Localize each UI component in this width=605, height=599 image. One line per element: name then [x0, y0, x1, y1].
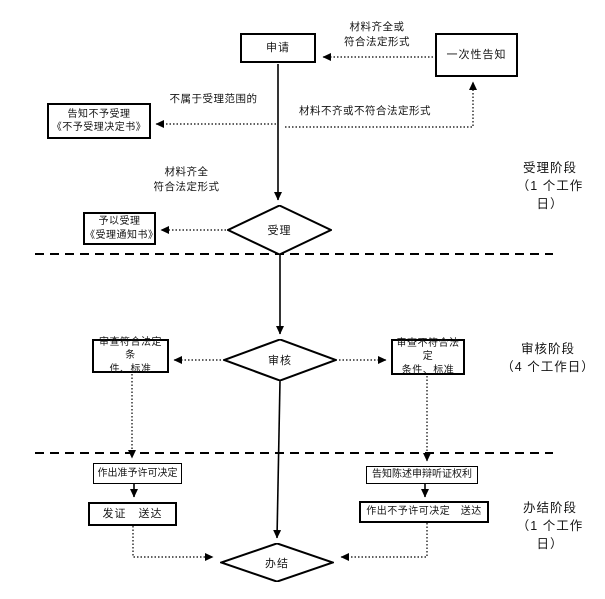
- node-close-diamond: 办结: [220, 543, 334, 582]
- node-accept-label: 受理: [267, 225, 292, 237]
- review-diamond-shape: [223, 339, 337, 381]
- node-accept-notice-label: 予以受理 《受理通知书》: [85, 216, 159, 241]
- node-reject-notice-label: 告知不予受理 《不予受理决定书》: [51, 108, 147, 134]
- edge-issue-to-close: [132, 526, 214, 561]
- node-review-pass: 审查符合法定条 件、标准: [92, 337, 169, 375]
- node-deny-decision-label: 作出不予许可决定 送达: [366, 506, 482, 518]
- node-deny-decision: 作出不予许可决定 送达: [359, 501, 489, 523]
- edge-deny-to-close: [340, 523, 428, 561]
- node-review-diamond: 审核: [223, 339, 337, 381]
- node-apply: 申请: [240, 33, 316, 63]
- node-one-time-notice: 一次性告知: [435, 33, 518, 77]
- node-hearing-rights: 告知陈述申辩听证权利: [366, 466, 478, 484]
- node-accept-diamond: 受理: [227, 205, 332, 255]
- stage-label-accept: 受理阶段 （1 个工作 日）: [516, 161, 584, 212]
- node-grant-decision-label: 作出准予许可决定: [97, 467, 178, 479]
- edge-label-materials-incomplete: 材料不齐或不符合法定形式: [299, 105, 431, 117]
- node-review-fail: 审查不符合法定 条件、标准: [391, 337, 465, 376]
- node-one-time-notice-label: 一次性告知: [446, 48, 507, 61]
- edge-mainline-to-notice: [285, 81, 477, 128]
- node-reject-notice: 告知不予受理 《不予受理决定书》: [47, 103, 151, 139]
- close-diamond-shape: [220, 543, 334, 582]
- node-issue-deliver: 发证 送达: [88, 502, 177, 526]
- node-accept-notice: 予以受理 《受理通知书》: [83, 212, 159, 245]
- edge-label-materials-complete-legal: 材料齐全 符合法定形式: [153, 166, 220, 193]
- node-review-pass-label: 审查符合法定条 件、标准: [99, 336, 162, 375]
- node-issue-deliver-label: 发证 送达: [102, 507, 163, 520]
- edge-label-not-in-scope: 不属于受理范围的: [169, 93, 258, 105]
- node-apply-label: 申请: [266, 41, 290, 54]
- edge-review-to-close: [273, 380, 282, 539]
- accept-diamond-shape: [227, 205, 332, 255]
- node-review-label: 审核: [268, 355, 292, 367]
- node-close-label: 办结: [265, 557, 289, 570]
- stage-label-close: 办结阶段 （1 个工作 日）: [516, 501, 584, 552]
- node-grant-decision: 作出准予许可决定: [93, 463, 182, 484]
- node-review-fail-label: 审查不符合法定 条件、标准: [396, 337, 460, 376]
- edge-label-materials-complete-or-legal: 材料齐全或 符合法定形式: [344, 21, 410, 48]
- stage-label-review: 审核阶段 （4 个工作日）: [501, 342, 595, 375]
- node-hearing-rights-label: 告知陈述申辩听证权利: [372, 469, 472, 481]
